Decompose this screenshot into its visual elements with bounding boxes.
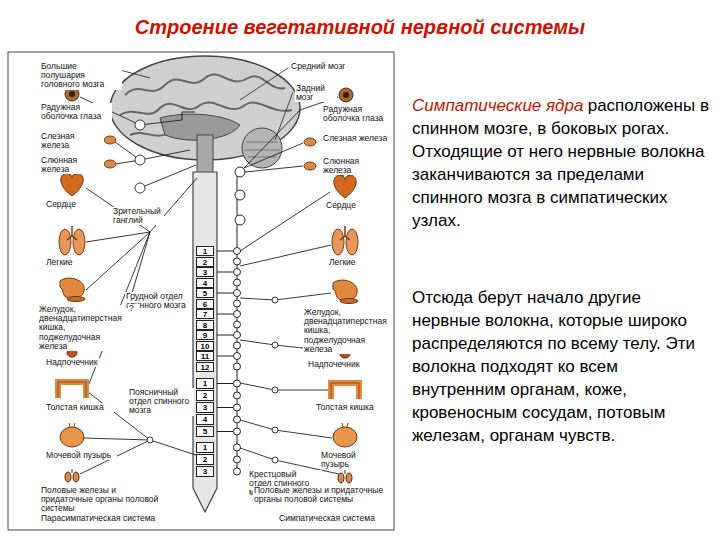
organ-label: Желудок, двенадцатиперстная кишка, подже… [38,305,124,351]
organs-right [304,88,359,483]
body-text: расположены в спинном мозге, в боковых р… [412,96,709,230]
sympathetic-chain [217,167,245,475]
segment-number: 12 [201,363,210,372]
part-label: Задний мозг [295,84,337,102]
organ-label: Слезная железа [322,134,390,143]
system-label: Симпатическая система [278,514,392,523]
segment-number: 1 [203,443,207,452]
segment-box: 2 [196,390,214,401]
organ-label: Надпочечник [307,360,381,369]
segment-box: 10 [196,341,214,351]
spinal-cord [193,172,217,512]
segment-box: 5 [196,288,214,298]
organ-label: Половые железы и придаточные органы поло… [40,486,170,514]
sympathetic-fibres [240,97,339,474]
organ-label: Легкие [328,258,380,267]
segment-box: 1 [196,442,214,453]
segment-box: 11 [196,351,214,361]
organ-label: Слезная железа [40,132,104,150]
segment-number: 1 [203,379,207,388]
organ-label: Мочевой пузырь [320,451,372,469]
frame [8,52,394,530]
segment-number: 4 [203,415,207,424]
organ-label: Слюнная железа [40,156,104,174]
segment-box: 12 [196,362,214,372]
organ-label: Сердце [325,201,377,210]
segment-number: 7 [203,310,207,319]
organ-label: Слюнная железа [322,157,390,175]
organ-label: Половые железы и придаточные органы поло… [253,486,390,504]
part-label: Большие полушария головного мозга [40,62,122,90]
segment-number: 5 [203,427,207,436]
segment-box: 9 [196,330,214,340]
segment-box: 4 [196,414,214,425]
section-label: Поясничный отдел спинного мозга [128,388,194,416]
segment-box: 1 [196,378,214,389]
segment-number: 2 [203,258,207,267]
body-text: Отсюда берут начало другие нервные волок… [412,286,714,447]
segment-box: 2 [196,454,214,465]
segment-box: 7 [196,309,214,319]
segment-number: 11 [201,352,209,361]
segment-box: 6 [196,299,214,309]
part-label: Зрительный ганглий [112,207,164,225]
segment-number: 10 [201,342,210,351]
organ-label: Радужная оболочка глаза [322,105,392,123]
segment-number: 3 [203,467,207,476]
segment-number: 9 [203,331,207,340]
segment-box: 3 [196,466,214,477]
segment-number: 1 [203,247,207,256]
segment-number: 4 [203,279,207,288]
organ-label: Радужная оболочка глаза [40,103,112,121]
segment-number: 2 [203,455,207,464]
title: Строение вегетативной нервной системы [0,16,720,39]
part-label: Средний мозг [290,62,362,71]
note-mark: ? [128,304,140,313]
brain [110,56,300,175]
segment-number: 8 [203,321,207,330]
organ-label: Легкие [45,258,97,267]
segment-box: 4 [196,278,214,288]
organ-label: Мочевой пузырь [45,451,117,460]
segment-box: 5 [196,426,214,437]
segment-number: 3 [203,268,207,277]
system-label: Парасимпатическая система [40,514,192,523]
organ-label: Толстая кишка [315,403,387,412]
segment-box: 1 [196,246,214,256]
segment-number: 5 [203,289,207,298]
segment-box: 3 [196,267,214,277]
organ-label: Надпочечник [45,358,117,367]
organ-label: Желудок, двенадцатиперстная кишка, подже… [303,308,391,354]
text-paragraph: Симпатические ядрарасположены в спинном … [412,94,714,232]
organ-label: Сердце [45,200,97,209]
segment-box: 8 [196,320,214,330]
organ-label: Толстая кишка [45,403,117,412]
segment-number: 3 [203,403,207,412]
highlight-text: Симпатические ядра [412,96,583,115]
segment-number: 6 [203,300,207,309]
segment-number: 2 [203,391,207,400]
parasympathetic-fibres [80,97,197,474]
segment-box: 2 [196,257,214,267]
segment-box: 3 [196,402,214,413]
